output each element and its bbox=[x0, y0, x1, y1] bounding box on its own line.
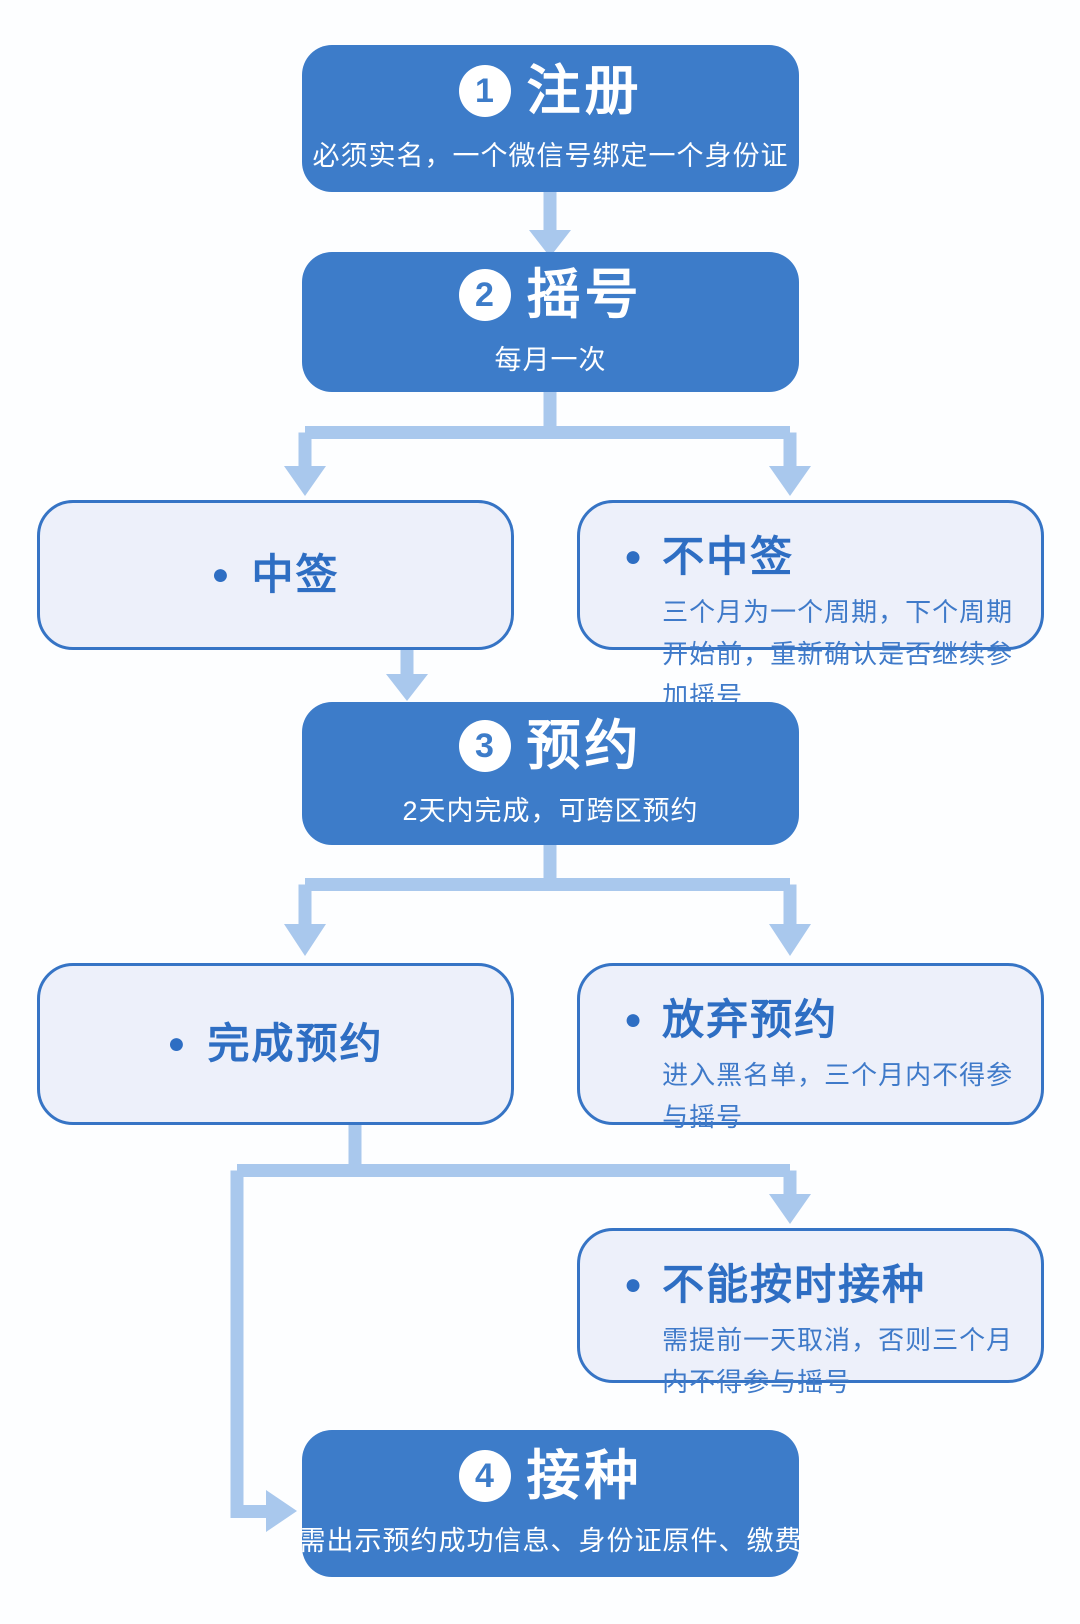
step-1-register-box: 1 注册 必须实名，一个微信号绑定一个身份证 bbox=[302, 45, 799, 192]
bullet-icon: ● bbox=[167, 1027, 186, 1060]
step-3-title: 预约 bbox=[526, 716, 643, 776]
step-2-lottery-box: 2 摇号 每月一次 bbox=[302, 252, 799, 392]
outcome-abandon-text: 放弃预约 进入黑名单，三个月内不得参与摇号 bbox=[662, 996, 1017, 1138]
outcome-win-box: ● 中签 bbox=[37, 500, 514, 650]
arrowhead-to-complete bbox=[284, 924, 326, 956]
line-complete-to-vaccinate bbox=[230, 1170, 268, 1518]
outcome-complete-title: 完成预约 bbox=[207, 1020, 384, 1067]
outcome-win-title: 中签 bbox=[251, 551, 340, 598]
step-4-number-badge: 4 bbox=[458, 1450, 511, 1502]
step-1-title-row: 1 注册 bbox=[458, 61, 643, 121]
arrowhead-to-lose bbox=[769, 466, 811, 496]
arrowhead-to-win bbox=[284, 466, 326, 496]
outcome-lose-desc: 三个月为一个周期，下个周期开始前，重新确认是否继续参加摇号 bbox=[662, 597, 1014, 711]
outcome-abandon-desc: 进入黑名单，三个月内不得参与摇号 bbox=[662, 1060, 1014, 1132]
step-2-number-badge: 2 bbox=[458, 268, 511, 321]
arrowhead-to-lottery bbox=[529, 230, 571, 257]
step-4-title-row: 4 接种 bbox=[458, 1446, 643, 1506]
step-3-reserve-box: 3 预约 2天内完成，可跨区预约 bbox=[302, 702, 799, 845]
outcome-complete-box: ● 完成预约 bbox=[37, 963, 514, 1125]
split-complete bbox=[237, 1125, 797, 1196]
step-4-title: 接种 bbox=[526, 1446, 643, 1506]
step-4-vaccinate-box: 4 接种 需出示预约成功信息、身份证原件、缴费 bbox=[299, 1430, 802, 1577]
step-1-number-badge: 1 bbox=[458, 65, 511, 117]
step-2-title-row: 2 摇号 bbox=[458, 264, 643, 325]
step-4-subtitle: 需出示预约成功信息、身份证原件、缴费 bbox=[298, 1526, 803, 1556]
bullet-icon: ● bbox=[624, 1003, 643, 1036]
arrowhead-to-vaccinate bbox=[266, 1490, 297, 1532]
step-3-subtitle: 2天内完成，可跨区预约 bbox=[402, 796, 699, 826]
outcome-lose-text: 不中签 三个月为一个周期，下个周期开始前，重新确认是否继续参加摇号 bbox=[662, 533, 1017, 717]
outcome-miss-text: 不能按时接种 需提前一天取消，否则三个月内不得参与摇号 bbox=[662, 1261, 1017, 1403]
outcome-abandon-box: ● 放弃预约 进入黑名单，三个月内不得参与摇号 bbox=[577, 963, 1044, 1132]
bullet-icon: ● bbox=[211, 558, 230, 591]
outcome-miss-box: ● 不能按时接种 需提前一天取消，否则三个月内不得参与摇号 bbox=[577, 1228, 1044, 1397]
outcome-miss-title: 不能按时接种 bbox=[662, 1261, 927, 1308]
step-2-title: 摇号 bbox=[526, 264, 643, 325]
outcome-abandon-title: 放弃预约 bbox=[662, 996, 839, 1043]
step-2-subtitle: 每月一次 bbox=[494, 344, 607, 375]
bullet-icon: ● bbox=[624, 540, 643, 573]
arrowhead-to-reserve bbox=[386, 674, 428, 701]
step-1-title: 注册 bbox=[526, 61, 643, 121]
split-lottery bbox=[298, 392, 797, 468]
split-reserve bbox=[298, 845, 797, 926]
arrowhead-to-miss bbox=[769, 1194, 811, 1224]
step-3-number-badge: 3 bbox=[458, 720, 511, 772]
step-3-title-row: 3 预约 bbox=[458, 716, 643, 776]
outcome-lose-box: ● 不中签 三个月为一个周期，下个周期开始前，重新确认是否继续参加摇号 bbox=[577, 500, 1044, 711]
step-1-subtitle: 必须实名，一个微信号绑定一个身份证 bbox=[312, 141, 789, 171]
outcome-miss-desc: 需提前一天取消，否则三个月内不得参与摇号 bbox=[662, 1325, 1014, 1397]
arrowhead-to-abandon bbox=[769, 924, 811, 956]
outcome-lose-title: 不中签 bbox=[662, 533, 795, 580]
bullet-icon: ● bbox=[624, 1268, 643, 1301]
